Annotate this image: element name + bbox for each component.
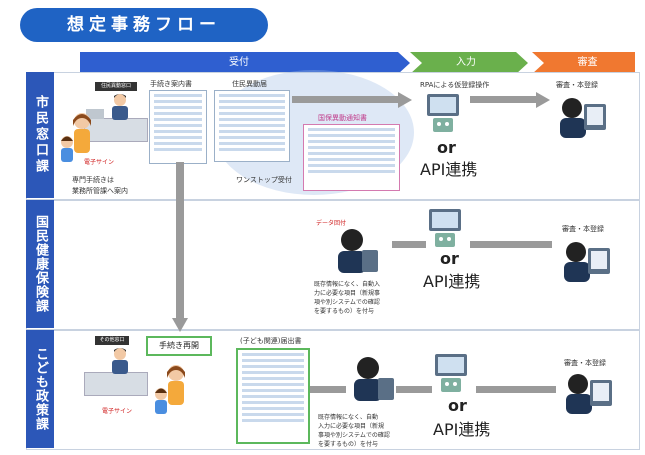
data-transfer-label: データ回付 — [316, 220, 347, 227]
arrow-to-rpa — [292, 92, 412, 108]
kodomo-note-3: 事項や別システムでの確認 — [318, 432, 390, 439]
reviewer-icon-2 — [564, 242, 610, 282]
doc-insurance-title: 国保異動通知書 — [318, 114, 367, 122]
stage-label-reception: 受付 — [229, 57, 249, 68]
rpa-robot-icon — [427, 94, 459, 132]
or-label-3: or — [448, 396, 467, 415]
stage-label-review: 審査 — [577, 57, 598, 68]
kokuho-note-4: を要するもの）を付与 — [314, 308, 375, 315]
lane-box-kokuho — [26, 200, 640, 330]
kokuho-staff-icon — [338, 229, 378, 273]
rpa-label: RPAによる仮登録操作 — [420, 81, 490, 89]
kokuho-note-1: 既存情報になく、自動入 — [314, 281, 381, 288]
note-line-1: 専門手続きは — [72, 176, 114, 184]
kodomo-note-1: 既存情報になく、自動 — [318, 414, 379, 421]
window-sign: 住民異動窓口 — [95, 82, 137, 91]
kokuho-note-2: 力に必要な項目（新規事 — [314, 290, 381, 297]
kokuho-arrow-1 — [392, 241, 426, 248]
counter-desk — [84, 118, 148, 142]
api-label-2: API連携 — [423, 272, 481, 291]
citizen-family-icon-2 — [155, 365, 185, 414]
e-sign-label-1: 電子サイン — [84, 159, 115, 166]
e-sign-label-2: 電子サイン — [102, 408, 133, 415]
resume-box: 手続き再開 — [146, 336, 212, 356]
stage-arrow-input — [410, 52, 528, 74]
staff-person-icon-2 — [112, 348, 128, 374]
kokuho-robot-icon — [429, 209, 461, 247]
stage-arrow-reception — [80, 52, 410, 74]
citizen-family-icon — [61, 113, 91, 162]
lane-label-kodomo: こども政策課 — [26, 330, 54, 448]
kokuho-note-3: 項や別システムでの確認 — [314, 299, 380, 306]
note-line-2: 業務所管課へ案内 — [72, 187, 128, 195]
kodomo-arrow-1 — [310, 386, 346, 393]
staff-person-icon — [112, 94, 128, 120]
lane-label-kokuho: 国民健康保険課 — [26, 200, 54, 328]
child-form-doc — [236, 348, 310, 444]
kodomo-note-4: を要するもの）を付与 — [318, 441, 379, 448]
page-title: 想定事務フロー — [20, 8, 268, 42]
child-form-title: (子ども関連)届出書 — [240, 337, 302, 345]
doc-guide-title: 手続き案内書 — [150, 80, 192, 88]
review-label-3: 審査・本登録 — [564, 359, 606, 367]
reviewer-icon-3 — [566, 374, 612, 414]
onestop-label: ワンストップ受付 — [236, 176, 292, 184]
kodomo-staff-icon — [354, 357, 394, 401]
doc-resident-title: 住民異動届 — [232, 80, 267, 88]
doc-resident — [214, 90, 290, 162]
or-label-2: or — [440, 249, 459, 268]
counter-desk-2 — [84, 372, 148, 396]
stage-header — [80, 52, 635, 74]
kodomo-arrow-2 — [396, 386, 432, 393]
reviewer-icon-1 — [560, 98, 606, 138]
counter-terminal — [86, 109, 104, 119]
stage-label-input: 入力 — [456, 57, 476, 68]
lane-label-shimin: 市民窓口課 — [26, 72, 54, 198]
or-label-1: or — [437, 138, 456, 157]
other-window-sign: その他窓口 — [95, 336, 129, 345]
kodomo-note-2: 入力に必要な項目（新規 — [318, 423, 385, 430]
kodomo-arrow-3 — [476, 386, 556, 393]
review-label-1: 審査・本登録 — [556, 81, 598, 89]
kokuho-arrow-2 — [470, 241, 552, 248]
stage-arrow-review — [532, 52, 635, 74]
arrow-to-review-1 — [470, 92, 550, 108]
arrow-down-to-kodomo — [172, 162, 188, 332]
doc-guide — [149, 90, 207, 164]
review-label-2: 審査・本登録 — [562, 225, 604, 233]
kodomo-robot-icon — [435, 354, 467, 392]
doc-insurance — [303, 124, 400, 191]
api-label-1: API連携 — [420, 160, 478, 179]
api-label-3: API連携 — [433, 420, 491, 439]
